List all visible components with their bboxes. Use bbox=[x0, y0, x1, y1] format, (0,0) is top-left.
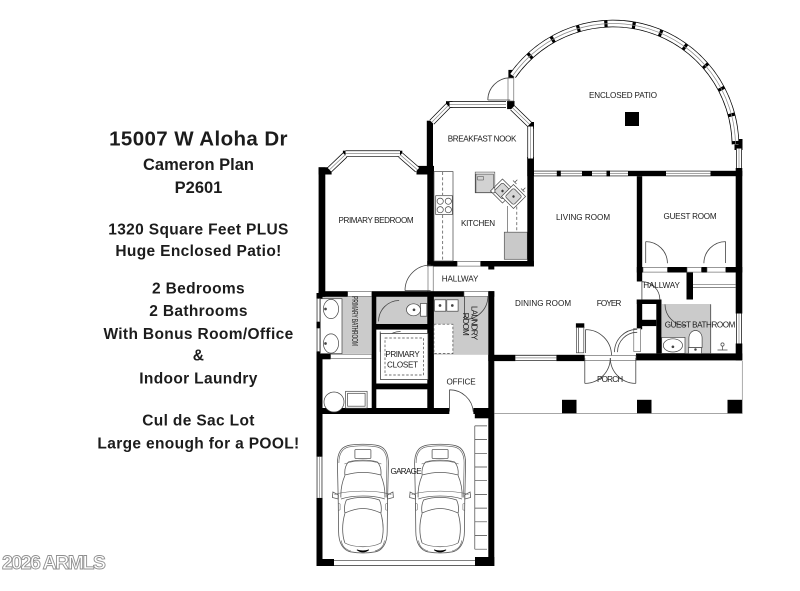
svg-text:1320 Square Feet PLUS: 1320 Square Feet PLUS bbox=[108, 222, 289, 239]
svg-text:PRIMARY: PRIMARY bbox=[385, 350, 420, 359]
svg-text:GUEST BATHROOM: GUEST BATHROOM bbox=[665, 321, 736, 330]
svg-text:HALLWAY: HALLWAY bbox=[442, 275, 479, 284]
svg-text:2 Bathrooms: 2 Bathrooms bbox=[149, 303, 248, 320]
svg-text:15007 W Aloha Dr: 15007 W Aloha Dr bbox=[109, 128, 288, 151]
svg-text:BREAKFAST NOOK: BREAKFAST NOOK bbox=[448, 135, 517, 144]
svg-text:Indoor Laundry: Indoor Laundry bbox=[139, 371, 258, 388]
svg-text:HALLWAY: HALLWAY bbox=[643, 281, 680, 290]
svg-text:ENCLOSED PATIO: ENCLOSED PATIO bbox=[589, 91, 657, 100]
svg-text:FOYER: FOYER bbox=[597, 299, 622, 308]
svg-text:DINING ROOM: DINING ROOM bbox=[515, 299, 571, 308]
svg-text:PRIMARY BATHROOM: PRIMARY BATHROOM bbox=[349, 296, 358, 346]
svg-text:PRIMARY BEDROOM: PRIMARY BEDROOM bbox=[339, 216, 414, 225]
svg-text:ROOM: ROOM bbox=[461, 313, 470, 336]
svg-text:LAUNDRY: LAUNDRY bbox=[470, 306, 479, 341]
svg-text:P2601: P2601 bbox=[175, 179, 223, 197]
svg-text:2026 ARMLS: 2026 ARMLS bbox=[2, 552, 106, 574]
svg-text:OFFICE: OFFICE bbox=[447, 378, 477, 387]
svg-text:PORCH: PORCH bbox=[597, 375, 623, 384]
svg-text:CLOSET: CLOSET bbox=[387, 361, 418, 370]
svg-text:With Bonus Room/Office: With Bonus Room/Office bbox=[103, 326, 293, 343]
svg-text:GUEST ROOM: GUEST ROOM bbox=[664, 212, 717, 221]
svg-text:Cul de Sac Lot: Cul de Sac Lot bbox=[142, 413, 255, 430]
svg-text:LIVING ROOM: LIVING ROOM bbox=[556, 213, 610, 222]
svg-text:Cameron Plan: Cameron Plan bbox=[143, 156, 254, 174]
svg-text:Huge Enclosed Patio!: Huge Enclosed Patio! bbox=[115, 243, 281, 260]
svg-text:2 Bedrooms: 2 Bedrooms bbox=[152, 281, 245, 298]
svg-text:Large enough for a POOL!: Large enough for a POOL! bbox=[97, 436, 299, 453]
svg-text:KITCHEN: KITCHEN bbox=[461, 219, 495, 228]
svg-text:&: & bbox=[193, 348, 205, 365]
svg-text:GARAGE: GARAGE bbox=[391, 467, 423, 476]
